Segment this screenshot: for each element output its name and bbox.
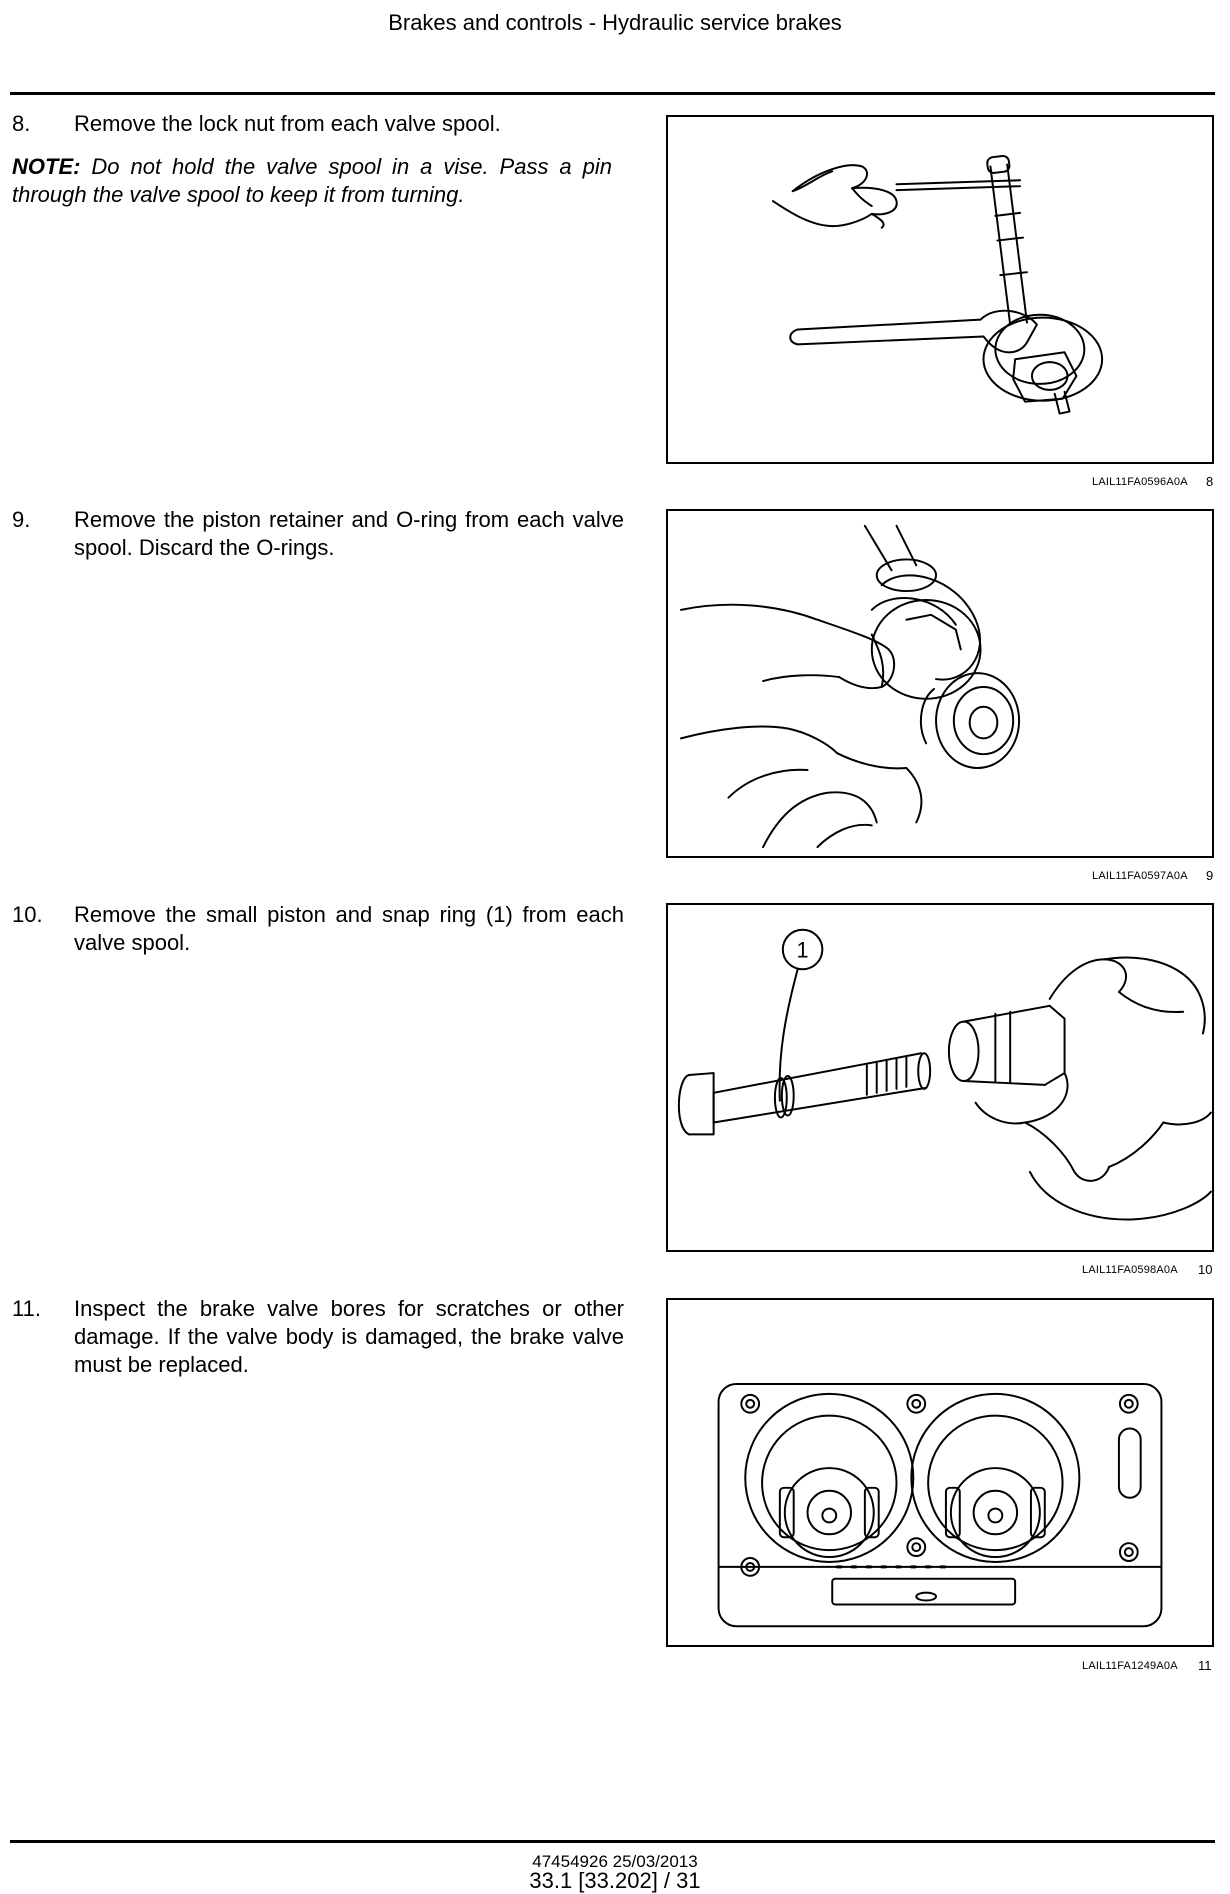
step-text: Remove the lock nut from each valve spoo…: [74, 111, 501, 136]
figure-9-illustration: [666, 509, 1214, 858]
note-block: NOTE: Do not hold the valve spool in a v…: [12, 153, 612, 209]
figure-11-code: LAIL11FA1249A0A: [1082, 1660, 1178, 1672]
step-number: 9.: [12, 507, 31, 532]
step-text: Remove the small piston and snap ring (1…: [74, 902, 624, 955]
footer-document-id: 47454926 25/03/2013: [532, 1852, 698, 1871]
figure-11-number: 11: [1198, 1658, 1212, 1673]
note-label: NOTE:: [12, 154, 81, 179]
header-rule: [10, 92, 1215, 95]
footer-rule: [10, 1840, 1215, 1843]
footer-page-number: 33.1 [33.202] / 31: [529, 1868, 701, 1893]
step-number: 11.: [12, 1296, 41, 1321]
figure-8-number: 8: [1206, 474, 1214, 489]
step-text: Inspect the brake valve bores for scratc…: [74, 1296, 624, 1377]
step-number: 8.: [12, 111, 31, 136]
figure-9-code: LAIL11FA0597A0A: [1092, 870, 1188, 882]
callout-1-circle: [781, 928, 824, 971]
note-text: Do not hold the valve spool in a vise. P…: [12, 154, 612, 207]
page-header-title: Brakes and controls - Hydraulic service …: [388, 10, 842, 35]
bolt-holes: [740, 1393, 1139, 1577]
step-number: 10.: [12, 902, 43, 927]
figure-8-code: LAIL11FA0596A0A: [1092, 476, 1188, 488]
figure-10-code: LAIL11FA0598A0A: [1082, 1264, 1178, 1276]
figure-8-illustration: [666, 115, 1214, 464]
figure-9-number: 9: [1206, 868, 1214, 883]
figure-10-illustration: 1: [666, 903, 1214, 1252]
figure-11-illustration: [666, 1298, 1214, 1647]
callout-1-label: 1: [797, 937, 809, 962]
figure-10-number: 10: [1198, 1262, 1213, 1277]
step-text: Remove the piston retainer and O-ring fr…: [74, 507, 624, 560]
